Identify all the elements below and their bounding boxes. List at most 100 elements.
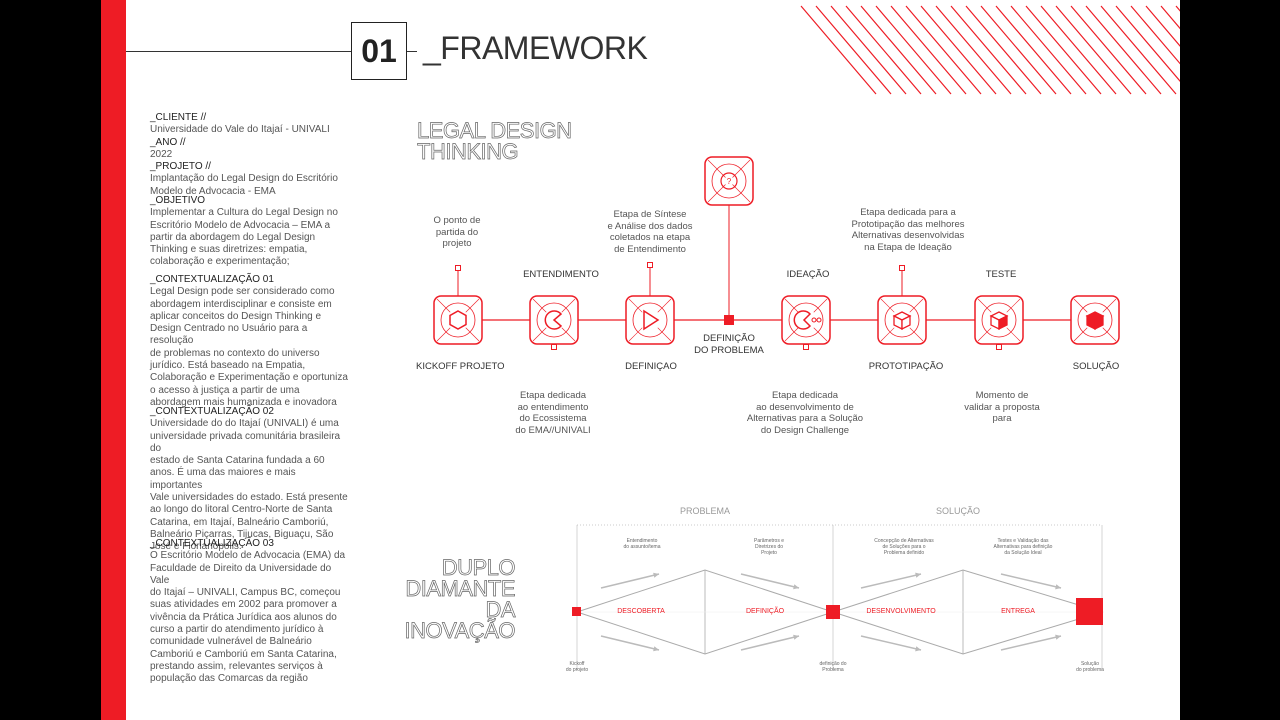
client-block: _CLIENTE // Universidade do Vale do Itaj…	[150, 112, 350, 198]
objetivo-text: Implementar a Cultura do Legal Design no…	[150, 207, 350, 268]
header-rule-short	[407, 51, 417, 52]
ctx3-text-line: suas atividades em 2002 para promover a	[150, 599, 337, 611]
desc-kickoff-line: partida do	[435, 226, 479, 238]
problem-definition-label-line: DEFINIÇÃO	[703, 333, 755, 344]
projeto-text: Implantação do Legal Design do Escritóri…	[150, 173, 350, 198]
desc-teste-line: validar a proposta	[964, 401, 1040, 413]
desc-teste-line: Momento de	[975, 390, 1029, 401]
dd-point-solucao-line: Solução	[1080, 661, 1100, 667]
stripe	[1040, 5, 1117, 95]
desc-teste-line: para	[992, 413, 1012, 424]
dd-arrow	[860, 635, 922, 651]
stripe	[875, 5, 952, 95]
dd-title-line: DA INOVAÇÃO	[404, 597, 516, 643]
objetivo-text-line: partir da abordagem do Legal Design	[150, 231, 316, 243]
dd-arrow	[860, 573, 922, 589]
ano-value: 2022	[150, 148, 173, 160]
question-icon: ?	[704, 156, 754, 206]
stripe	[1055, 5, 1132, 95]
dd-title-line: DIAMANTE	[405, 576, 516, 601]
play-arrow-icon	[625, 295, 675, 345]
desc-ideacao-line: Alternativas para a Solução	[746, 413, 864, 424]
dd-arrowhead	[915, 572, 921, 578]
dd-note-4-line: Alternativas para definição	[993, 544, 1053, 550]
stripe	[1085, 5, 1162, 95]
desc-entendimento-line: Etapa dedicada	[519, 390, 587, 401]
pacman-icon	[529, 295, 579, 345]
objetivo-text-line: Implementar a Cultura do Legal Design no	[150, 207, 338, 219]
dd-node-kickoff	[572, 607, 581, 616]
dd-phase-descoberta: DESCOBERTA	[617, 608, 665, 615]
ctx3-text-line: Camboriú e Camboriú em Santa Catarina,	[150, 648, 337, 660]
dd-arrow	[740, 635, 800, 651]
desc-ideacao-line: Etapa dedicada	[771, 390, 839, 401]
dd-arrowhead	[653, 572, 659, 578]
stage-label-solucao: SOLUÇÃO	[1072, 361, 1120, 372]
ctx2-text-line: universidade privada comunitária brasile…	[150, 430, 341, 454]
desc-marker	[647, 262, 653, 268]
dd-arrow	[1000, 635, 1062, 651]
ctx3-text-line: O Escritório Modelo de Advocacia (EMA) d…	[150, 550, 346, 562]
stage-label-prototipacao: PROTOTIPAÇÃO	[868, 361, 944, 372]
page-title: _FRAMEWORK	[423, 30, 648, 66]
stripe	[1010, 5, 1087, 95]
ctx1-text-line: abordagem mais humanizada e inovadora	[150, 396, 337, 408]
dd-arrowhead	[915, 646, 921, 652]
dd-note-2-line: Diretrizes do	[754, 544, 784, 550]
ctx2-text-line: José e Florianópolis.	[150, 541, 242, 553]
stripe	[800, 5, 877, 95]
stage-label-teste: TESTE	[985, 269, 1017, 280]
stripe	[1115, 5, 1180, 83]
dd-phase-entrega: ENTREGA	[1001, 608, 1035, 615]
ctx2-text-line: ao longo do litoral Centro-Norte de Sant…	[150, 504, 333, 516]
desc-prototipacao-line: Prototipação das melhores	[851, 218, 965, 230]
desc-kickoff-line: O ponto de	[433, 215, 481, 226]
desc-definicao-line: Etapa de Síntese	[613, 209, 687, 220]
ctx2-block: _CONTEXTUALIZAÇÃO 02 Universidade do do …	[150, 406, 350, 554]
stripe	[1100, 5, 1177, 95]
dd-note-3-line: Problema definido	[883, 550, 925, 556]
ctx3-text-line: do Itajaí – UNIVALI, Campus BC, começou	[150, 587, 341, 599]
ctx3-text-line: curso a partir do atendimento jurídico à	[150, 624, 324, 636]
dd-note-4-line: Testes e Validação das	[997, 538, 1049, 544]
ctx2-text-line: Vale universidades do estado. Está prese…	[150, 492, 348, 504]
dd-header-solucao: SOLUÇÃO	[935, 506, 980, 516]
objetivo-text-line: Escritório Modelo de Advocacia – EMA a	[150, 219, 331, 231]
desc-entendimento-line: do Ecossistema	[519, 413, 587, 424]
desc-definicao-line: de Entendimento	[614, 243, 686, 255]
desc-prototipacao-line: Alternativas desenvolvidas	[851, 230, 965, 241]
ctx3-text-line: prestando assim, relevantes serviços à	[150, 660, 323, 672]
desc-entendimento-line: do EMA//UNIVALI	[515, 424, 591, 436]
cube-outline-icon	[877, 295, 927, 345]
desc-prototipacao-line: Etapa dedicada para a	[860, 207, 956, 218]
stripe	[1160, 5, 1180, 30]
stripe	[860, 5, 937, 95]
stripe	[920, 5, 997, 95]
ctx1-text-line: jurídico. Está baseado na Empatia,	[150, 360, 306, 372]
projeto-text-line: Modelo de Advocacia - EMA	[150, 185, 276, 197]
dd-phase-definicao: DEFINIÇÃO	[745, 608, 785, 615]
ctx1-text-line: abordagem interdisciplinar e consiste em	[150, 298, 332, 310]
desc-entendimento-line: ao entendimento	[517, 401, 589, 413]
ctx2-text-line: Catarina, em Itajaí, Balneário Camboriú,	[150, 516, 329, 528]
ctx1-text-line: aplicar conceitos do Design Thinking e	[150, 310, 322, 322]
dd-arrow	[600, 635, 660, 651]
desc-prototipacao-line: na Etapa de Ideação	[864, 241, 952, 253]
ldt-title-line: THINKING	[417, 139, 519, 164]
ctx1-text-line: Legal Design pode ser considerado como	[150, 286, 335, 298]
desc-marker	[803, 344, 809, 350]
ctx3-label: _CONTEXTUALIZAÇÃO 03	[150, 538, 274, 549]
ctx3-text-line: Faculdade de Direito da Universidade do …	[150, 562, 332, 586]
dd-note-2-line: Projeto	[761, 550, 777, 556]
dd-note-1-line: Entendimento	[626, 538, 658, 544]
dd-arrow	[600, 573, 660, 589]
ctx2-text-line: anos. É uma das maiores e mais important…	[150, 467, 296, 491]
